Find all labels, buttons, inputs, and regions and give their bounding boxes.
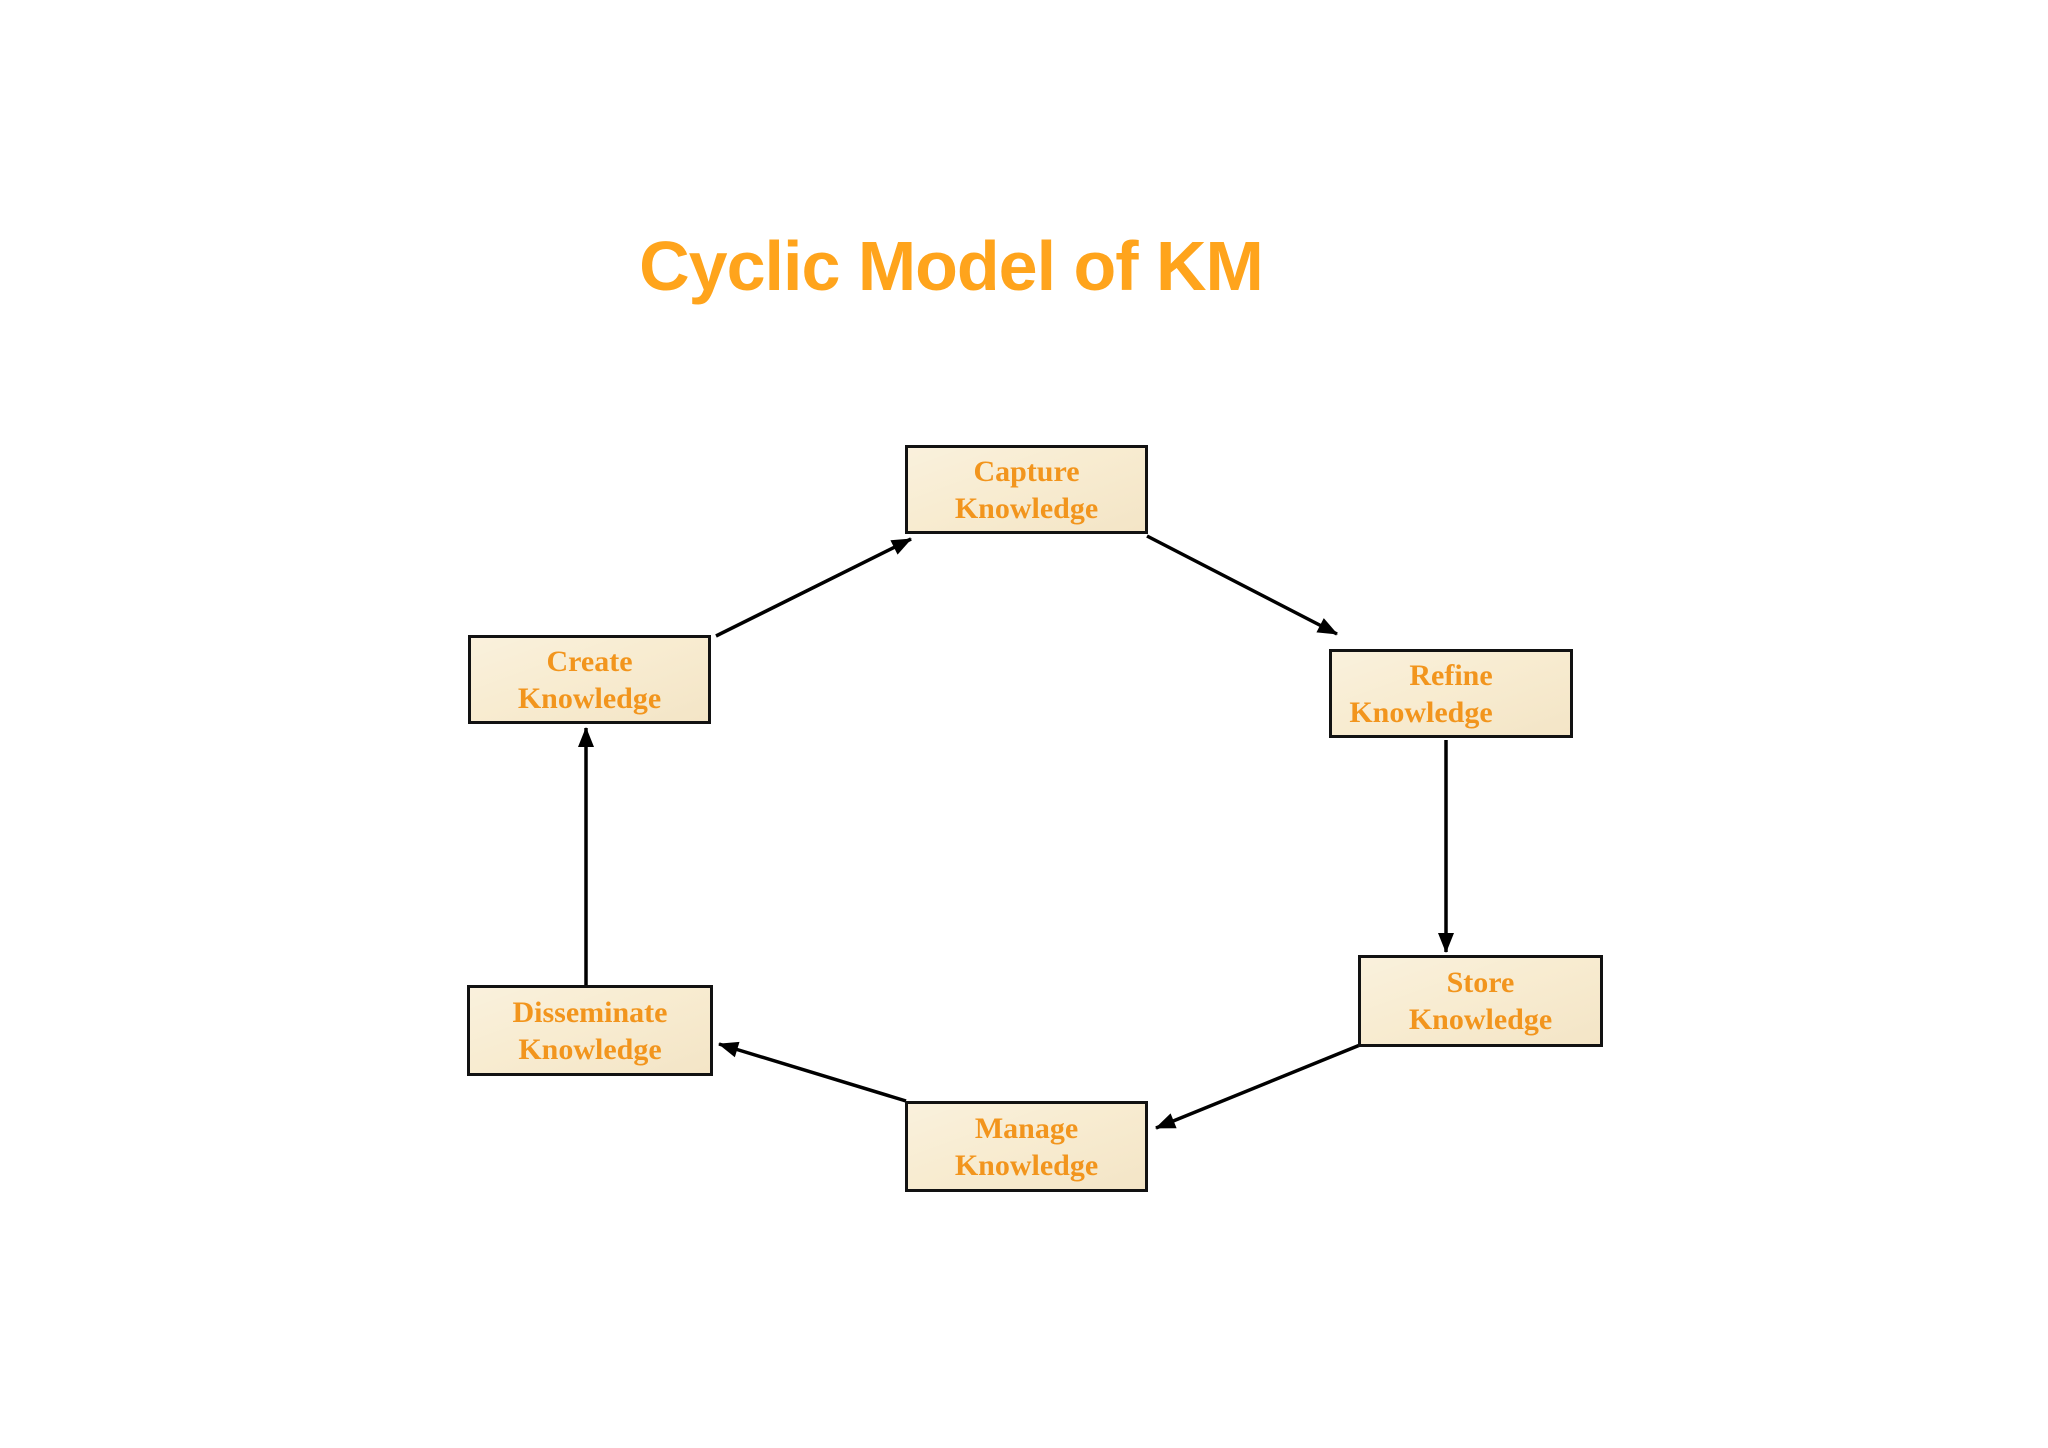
node-label-line2: Knowledge xyxy=(1349,695,1493,729)
node-label-line2: Knowledge xyxy=(954,491,1099,525)
node-label-line1: Manage xyxy=(974,1111,1079,1145)
arrow-create-capture xyxy=(715,537,912,638)
node-label-line2: Knowledge xyxy=(954,1148,1099,1182)
node-label-line1: Create xyxy=(546,644,633,678)
node-label-line2: Knowledge xyxy=(517,681,662,715)
node-label-line2: Knowledge xyxy=(1408,1003,1553,1036)
arrow-manage-disseminate xyxy=(718,1041,907,1103)
node-manage-knowledge: Manage Knowledge xyxy=(905,1101,1148,1192)
node-label-line1: Refine xyxy=(1409,658,1493,692)
node-capture-knowledge: Capture Knowledge xyxy=(905,445,1148,534)
diagram-title: Cyclic Model of KM xyxy=(639,227,1264,305)
arrow-store-manage xyxy=(1155,1043,1361,1130)
node-label-line1: Disseminate xyxy=(512,995,668,1029)
node-create-knowledge: Create Knowledge xyxy=(468,635,711,724)
node-disseminate-knowledge: Disseminate Knowledge xyxy=(467,985,713,1076)
arrow-capture-refine xyxy=(1146,534,1338,636)
node-label-line1: Capture xyxy=(973,454,1080,488)
node-store-knowledge: Store Knowledge xyxy=(1358,955,1603,1047)
node-label-line2: Knowledge xyxy=(518,1032,662,1066)
node-refine-knowledge: Refine Knowledge xyxy=(1329,649,1573,738)
node-label-line1: Store xyxy=(1446,966,1515,999)
